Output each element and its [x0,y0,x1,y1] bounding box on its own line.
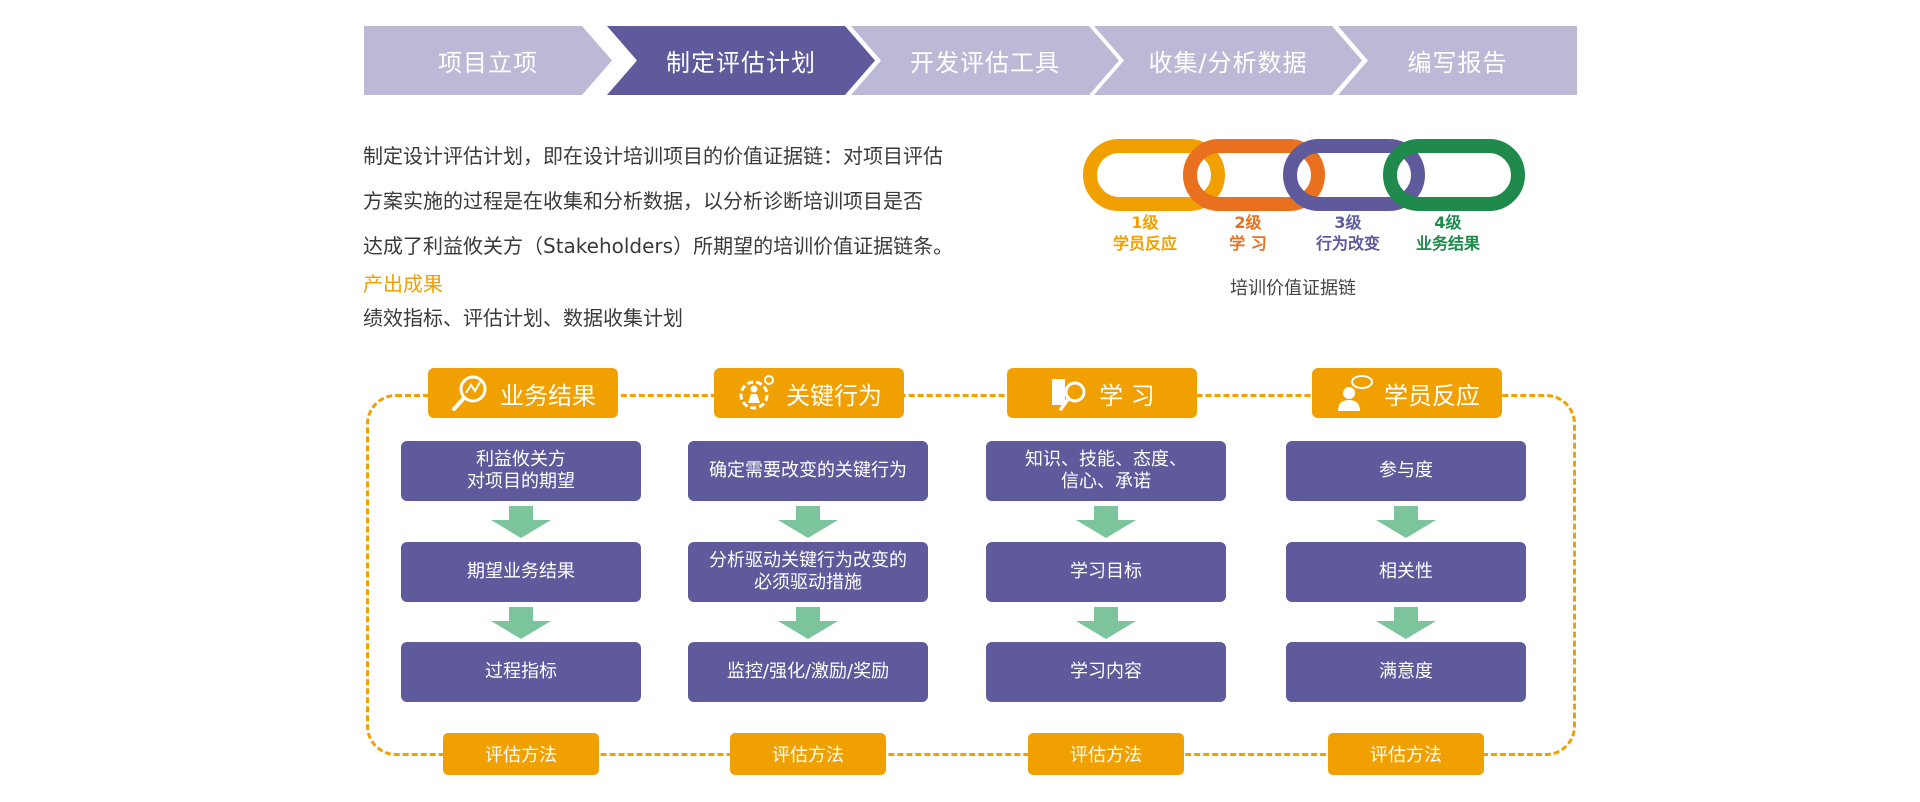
method-label: 评估方法 [443,733,599,775]
gear-person-icon [739,375,774,410]
flow-box: 学习内容 [986,642,1226,702]
down-arrow-icon [491,607,551,639]
chain-level-1: 1级学员反应 [1112,213,1177,253]
step-develop-tools: 开发评估工具 [851,26,1119,95]
description-line: 方案实施的过程是在收集和分析数据，以分析诊断培训项目是否 [363,189,923,213]
column-header-business-results: 业务结果 [428,368,618,418]
step-collect-analyze: 收集/分析数据 [1094,26,1362,95]
method-label: 评估方法 [730,733,886,775]
process-steps: 项目立项 制定评估计划 开发评估工具 收集/分析数据 编写报告 [364,26,1577,95]
down-arrow-icon [778,607,838,639]
description-line: 达成了利益攸关方（Stakeholders）所期望的培训价值证据链条。 [363,234,954,258]
flow-box: 确定需要改变的关键行为 [688,441,928,501]
flow-box: 学习目标 [986,542,1226,602]
method-label: 评估方法 [1028,733,1184,775]
chain-level-2: 2级学 习 [1229,213,1267,253]
flow-box: 满意度 [1286,642,1526,702]
column-header-key-behaviors: 关键行为 [714,368,904,418]
down-arrow-icon [1076,607,1136,639]
flow-box: 监控/强化/激励/奖励 [688,642,928,702]
evaluation-frame [366,394,1576,756]
description: 制定设计评估计划，即在设计培训项目的价值证据链：对项目评估 方案实施的过程是在收… [363,134,1003,269]
flow-box: 知识、技能、态度、 信心、承诺 [986,441,1226,501]
flow-box: 期望业务结果 [401,542,641,602]
down-arrow-icon [1376,607,1436,639]
down-arrow-icon [778,506,838,538]
output-title: 产出成果 [363,272,443,296]
chain-level-4: 4级业务结果 [1415,213,1480,253]
method-label: 评估方法 [1328,733,1484,775]
evidence-chain-icon [1083,139,1525,211]
flow-box: 相关性 [1286,542,1526,602]
magnifier-chart-icon [452,375,487,411]
down-arrow-icon [1076,506,1136,538]
down-arrow-icon [491,506,551,538]
chain-level-3: 3级行为改变 [1315,213,1380,253]
step-project-initiation: 项目立项 [364,26,612,95]
step-write-report: 编写报告 [1338,26,1577,95]
output-text: 绩效指标、评估计划、数据收集计划 [363,306,683,330]
flow-box: 利益攸关方 对项目的期望 [401,441,641,501]
column-header-learning: 学 习 [1007,368,1197,418]
down-arrow-icon [1376,506,1436,538]
step-evaluation-plan: 制定评估计划 [607,26,875,95]
book-magnifier-icon [1052,379,1086,411]
description-line: 制定设计评估计划，即在设计培训项目的价值证据链：对项目评估 [363,144,943,168]
flow-box: 过程指标 [401,642,641,702]
chain-caption: 培训价值证据链 [1230,278,1356,299]
person-speech-icon [1338,375,1373,411]
column-header-learner-reaction: 学员反应 [1312,368,1502,418]
flow-box: 分析驱动关键行为改变的 必须驱动措施 [688,542,928,602]
flow-box: 参与度 [1286,441,1526,501]
